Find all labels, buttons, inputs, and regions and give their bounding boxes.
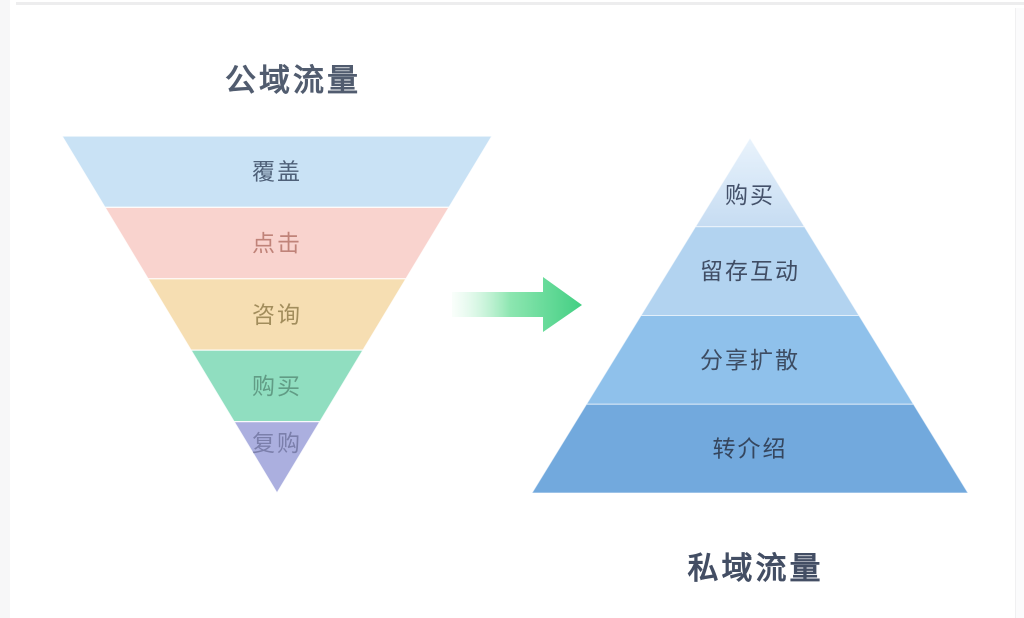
pyramid-layer-3 xyxy=(531,403,969,494)
pyramid-layer-label-1: 留存互动 xyxy=(700,258,800,284)
funnel-layer-label-1: 点击 xyxy=(252,230,302,256)
pyramid-layer-label-0: 购买 xyxy=(725,182,775,208)
funnel-layer-label-0: 覆盖 xyxy=(252,159,302,185)
right-arrow-icon xyxy=(452,277,582,332)
top-edge-line xyxy=(16,2,1024,5)
funnel-layer-label-3: 购买 xyxy=(252,373,302,399)
funnel-title: 公域流量 xyxy=(225,63,361,98)
right-edge-strip xyxy=(1015,8,1024,618)
funnel-layer-label-2: 咨询 xyxy=(252,302,302,328)
pyramid-layer-label-2: 分享扩散 xyxy=(700,347,800,373)
pyramid-layer-label-3: 转介绍 xyxy=(713,436,788,462)
left-edge-strip xyxy=(0,0,10,618)
pyramid-title: 私域流量 xyxy=(687,551,824,586)
funnel-layer-label-4: 复购 xyxy=(252,430,302,456)
funnel-layer-4 xyxy=(232,421,322,495)
